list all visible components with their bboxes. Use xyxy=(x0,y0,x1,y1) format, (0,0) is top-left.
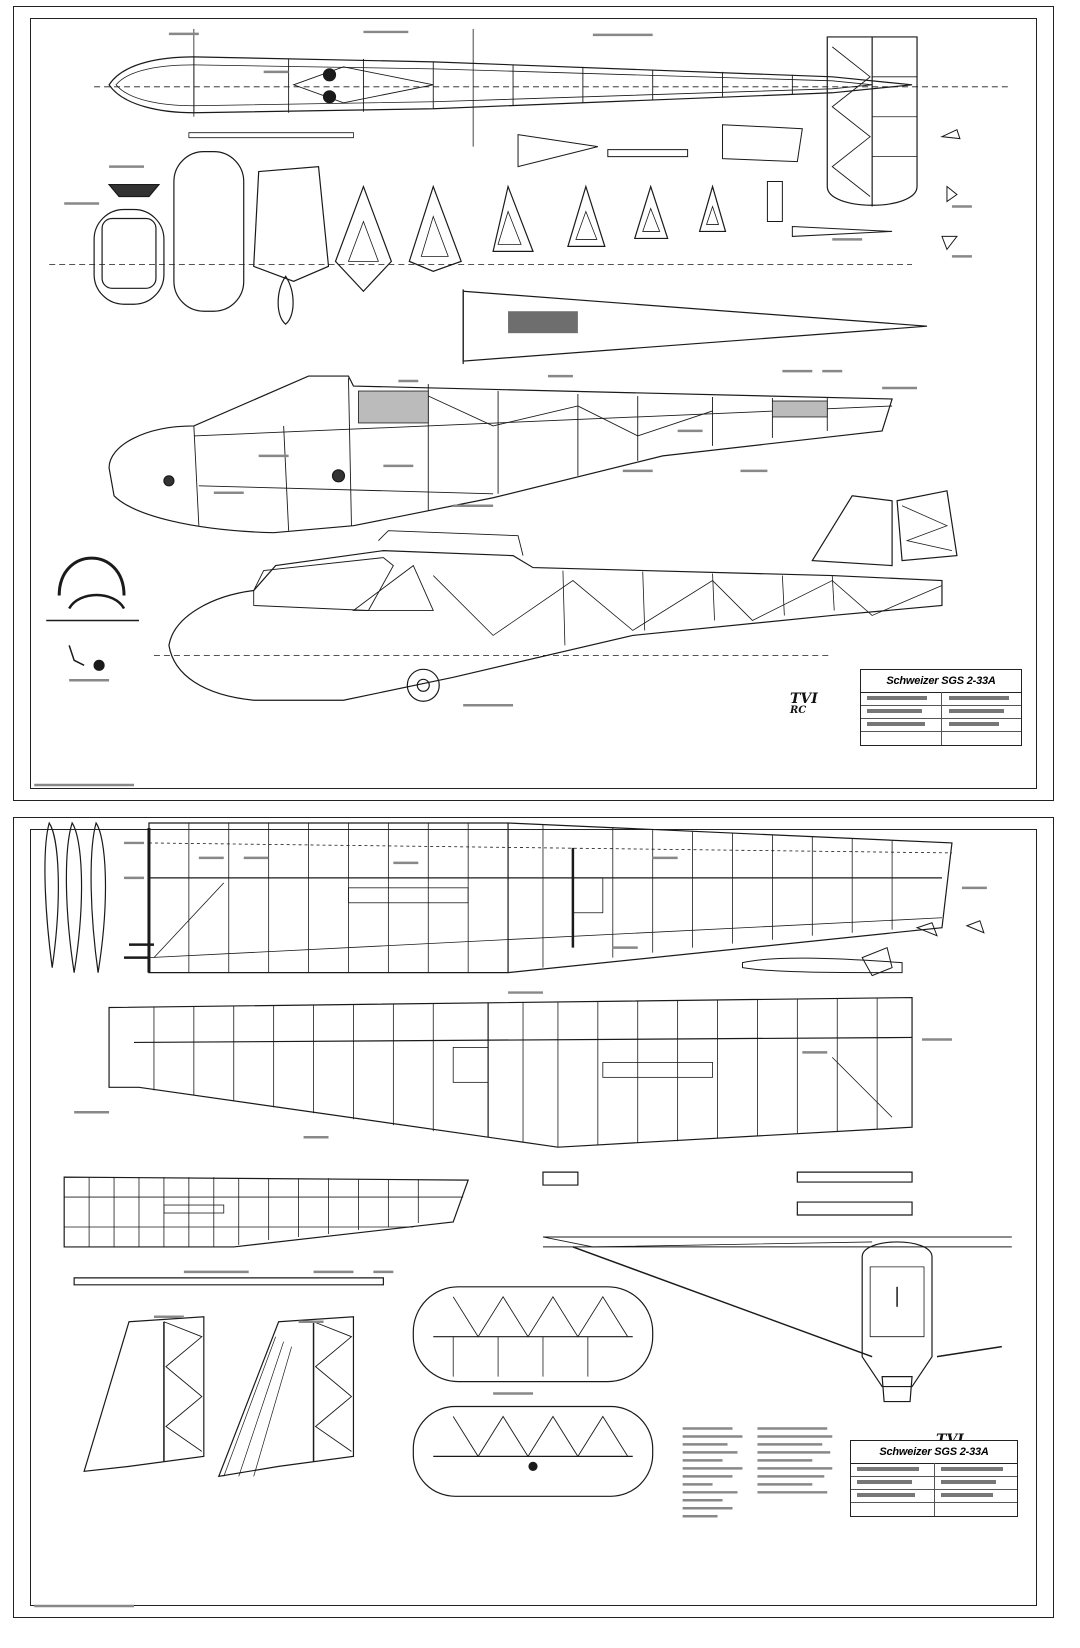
sheet-2-drawing xyxy=(34,821,1012,1608)
annotation-marks-2 xyxy=(34,841,987,1608)
notes-block xyxy=(682,1427,833,1518)
plan-sheet-1: TVI RC Schweizer SGS 2-33A xyxy=(13,6,1054,801)
plan-sheet-2: TVI RC Schweizer SGS 2-33A xyxy=(13,817,1054,1618)
fuselage-front-view xyxy=(542,1171,1012,1403)
vertical-fins xyxy=(83,1316,355,1478)
wing-ribs xyxy=(44,821,107,973)
stabilizer-halves xyxy=(412,1286,654,1497)
small-parts xyxy=(517,124,961,251)
title-block: Schweizer SGS 2-33A xyxy=(860,669,1022,746)
logo: TVI RC xyxy=(790,691,818,716)
fuselage-side-outline xyxy=(168,490,958,702)
sheet-1-drawing xyxy=(34,28,1012,787)
fin-outline xyxy=(826,36,918,207)
title-block: Schweizer SGS 2-33A xyxy=(850,1440,1018,1517)
wing-panel-lower xyxy=(108,996,913,1148)
sheet-2-border xyxy=(30,829,1037,1606)
wing-panel-upper xyxy=(147,822,953,974)
fuselage-side-structure xyxy=(108,375,893,534)
drawing-title: Schweizer SGS 2-33A xyxy=(851,1441,1017,1464)
fuselage-formers xyxy=(93,151,727,325)
annotation-marks xyxy=(34,30,972,787)
canopy-frame xyxy=(46,556,139,671)
drawing-title: Schweizer SGS 2-33A xyxy=(861,670,1021,693)
horizontal-stabilizer xyxy=(63,1176,470,1286)
sheet-1-border xyxy=(30,18,1037,789)
fuselage-top-view xyxy=(108,56,913,139)
centre-lines xyxy=(49,86,1012,656)
longeron-piece xyxy=(462,289,928,365)
small-parts-2 xyxy=(124,920,985,977)
